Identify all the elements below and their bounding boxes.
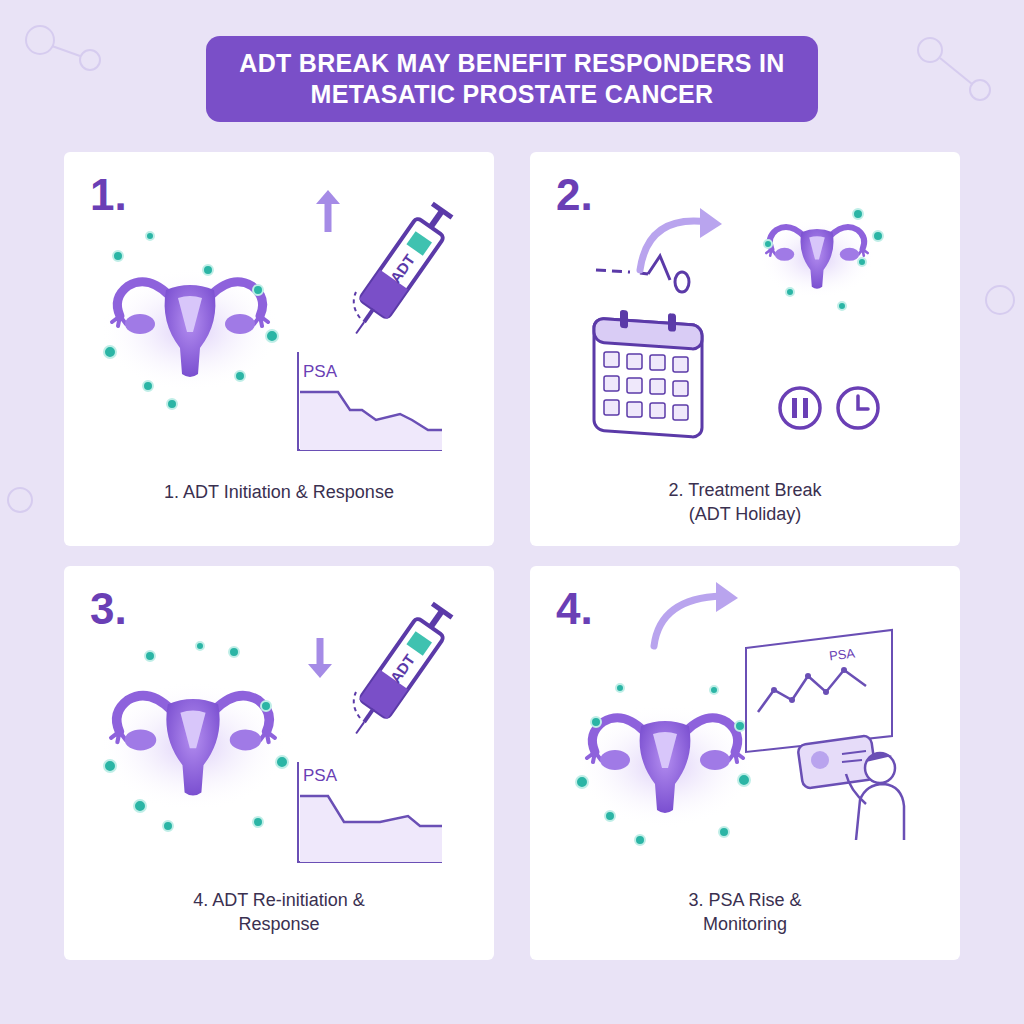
step-panel: 4. 3. PSA Rise & Monitoring [530, 566, 960, 960]
step-panel: 3. 4. ADT Re-initiation & Response [64, 566, 494, 960]
step-caption: 1. ADT Initiation & Response [119, 480, 439, 504]
step-number: 1. [90, 170, 127, 220]
chart-label: PSA [303, 766, 337, 786]
step-panel: 1. 1. ADT Initiation & Response [64, 152, 494, 546]
screen-label: PSA [828, 645, 856, 663]
step-caption: 2. Treatment Break (ADT Holiday) [645, 478, 845, 527]
step-number: 3. [90, 584, 127, 634]
step-caption: 4. ADT Re-initiation & Response [164, 888, 394, 937]
step-panel: 2. 2. Treatment Break (ADT Holiday) [530, 152, 960, 546]
step-caption: 3. PSA Rise & Monitoring [665, 888, 825, 937]
step-number: 4. [556, 584, 593, 634]
step-number: 2. [556, 170, 593, 220]
chart-label: PSA [303, 362, 337, 382]
title-banner: ADT BREAK MAY BENEFIT RESPONDERS IN META… [206, 36, 818, 122]
